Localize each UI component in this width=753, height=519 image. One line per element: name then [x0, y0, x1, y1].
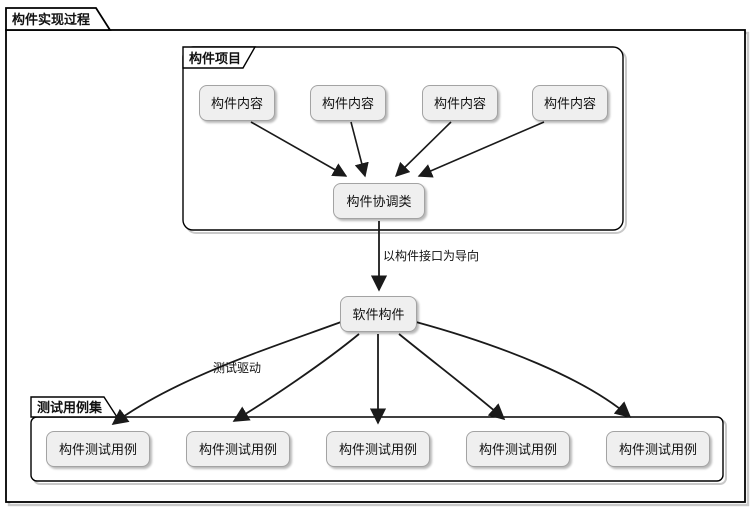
node-component-test-case-3: 构件测试用例 [326, 431, 430, 467]
node-component-test-case-2: 构件测试用例 [186, 431, 290, 467]
node-component-test-case-5: 构件测试用例 [606, 431, 710, 467]
edge-software-to-test2 [232, 333, 360, 422]
node-component-content-1: 构件内容 [199, 85, 275, 121]
frame-component-project [182, 46, 627, 234]
node-component-content-4: 构件内容 [532, 85, 608, 121]
node-software-component: 软件构件 [340, 296, 417, 332]
edge-software-to-test5 [415, 321, 632, 419]
edge-label-test-driven: 测试驱动 [213, 361, 262, 375]
edge-label-interface-oriented: 以构件接口为导向 [383, 249, 480, 263]
edge-content3-to-coordinator [394, 121, 452, 178]
node-component-test-case-1: 构件测试用例 [46, 431, 150, 467]
edge-software-to-test4 [398, 333, 506, 421]
node-component-test-case-4: 构件测试用例 [466, 431, 570, 467]
project-frame-title: 构件项目 [189, 51, 242, 66]
node-component-content-3: 构件内容 [422, 85, 498, 121]
edge-content1-to-coordinator [250, 121, 348, 177]
testset-frame-title: 测试用例集 [37, 400, 103, 415]
edge-software-to-test1 [111, 321, 342, 425]
outer-frame-title: 构件实现过程 [12, 12, 91, 27]
edge-content4-to-coordinator [417, 121, 545, 178]
edge-content2-to-coordinator [350, 121, 369, 178]
node-coordinator-class: 构件协调类 [333, 183, 425, 219]
node-component-content-2: 构件内容 [310, 85, 386, 121]
